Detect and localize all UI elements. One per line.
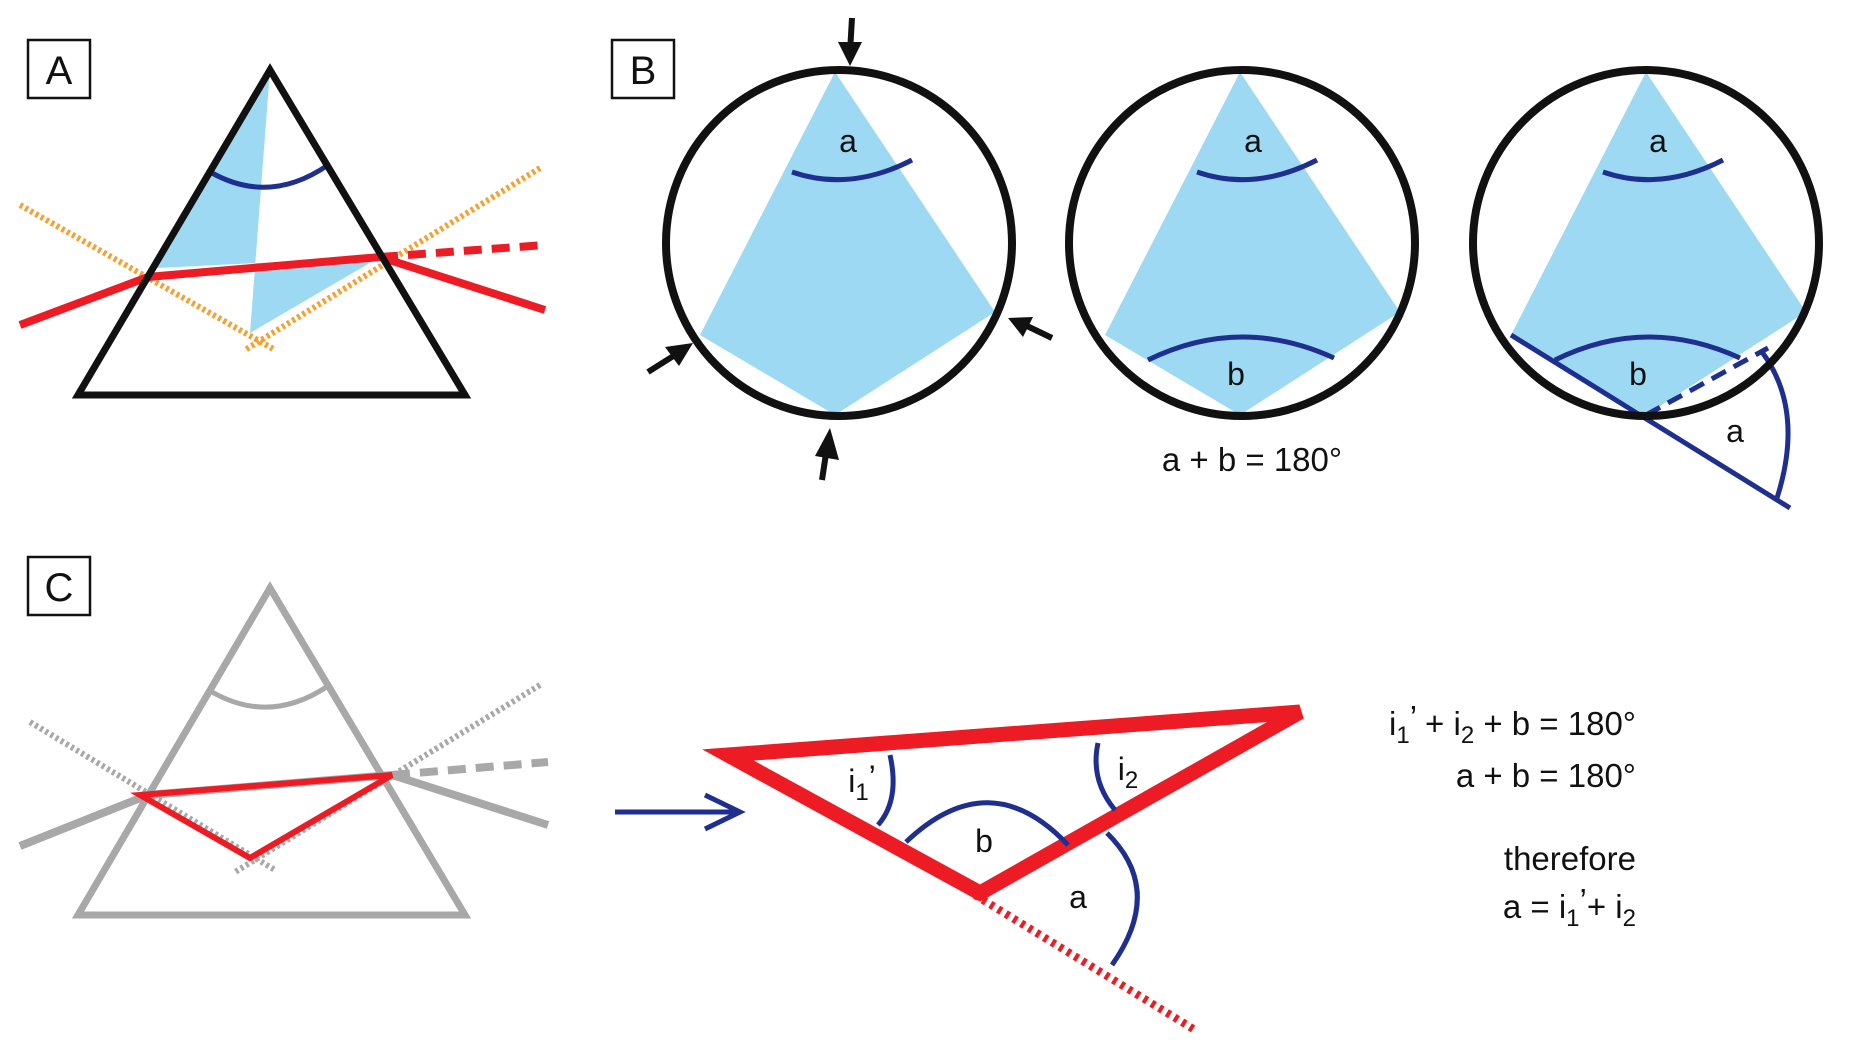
red-small-triangle xyxy=(130,772,394,862)
angle-b-arc-2 xyxy=(1146,334,1336,363)
equation-line-4: a = i1’+ i2 xyxy=(1503,882,1636,932)
panel-c: C i1’ i2 b a i1’ + i2 + b = 180° a + b =… xyxy=(18,555,1636,1034)
panel-a: A xyxy=(18,38,547,399)
prism-apex-fill xyxy=(157,70,380,333)
apex-angle-arc xyxy=(210,162,330,190)
exterior-angle-label: a xyxy=(1726,413,1744,449)
panel-a-label: A xyxy=(46,49,73,93)
panel-c-label: C xyxy=(45,566,74,610)
angle-a-label-3: a xyxy=(1649,123,1667,159)
angle-b-arc-c xyxy=(904,800,1070,847)
gray-prism-triangle xyxy=(71,581,472,919)
arrow-top xyxy=(838,17,862,66)
exterior-angle-label-c: a xyxy=(1069,879,1087,915)
arrow-left xyxy=(646,343,693,375)
angle-b-label-3: b xyxy=(1629,356,1647,392)
quad-fill-1 xyxy=(700,72,995,415)
normal-right-dashed xyxy=(243,165,542,353)
angle-i1-arc xyxy=(876,754,896,827)
gray-undeviated-dashed xyxy=(391,758,549,779)
red-enlarged-triangle xyxy=(702,704,1304,902)
panel-c-label-box xyxy=(26,555,92,617)
quad-fill-3 xyxy=(1511,72,1806,415)
panel-b-label: B xyxy=(630,49,657,93)
angle-i2-label: i2 xyxy=(1118,751,1138,794)
arrow-right xyxy=(1008,317,1054,341)
circle-2 xyxy=(1065,66,1419,420)
angle-a-arc-1 xyxy=(791,157,914,183)
equation-a-plus-b: a + b = 180° xyxy=(1162,441,1342,478)
prism-triangle xyxy=(71,63,472,399)
panel-a-label-box xyxy=(26,38,92,100)
angle-i2-arc xyxy=(1093,742,1117,812)
extension-line xyxy=(1509,332,1792,511)
angle-b-arc-3 xyxy=(1553,334,1742,363)
equation-therefore: therefore xyxy=(1504,840,1636,877)
panel-b-label-box xyxy=(610,38,676,100)
quad-fill-2 xyxy=(1105,72,1400,415)
circle-3 xyxy=(1469,66,1823,420)
angle-a-label-1: a xyxy=(839,123,857,159)
angle-a-arc-3 xyxy=(1602,157,1725,183)
angle-a-label-2: a xyxy=(1244,123,1262,159)
exterior-angle-arc xyxy=(1759,350,1791,499)
light-ray xyxy=(18,252,547,329)
exterior-extension-hatched xyxy=(972,891,1198,1034)
arrow-to-triangle xyxy=(615,792,746,832)
panel-b: B a a b a + b = 180° xyxy=(610,17,1823,511)
equation-line-2: a + b = 180° xyxy=(1456,757,1636,794)
exterior-angle-arc-c xyxy=(1105,831,1140,967)
extension-dashed xyxy=(1644,345,1770,418)
angle-i1-label: i1’ xyxy=(848,759,876,806)
angle-b-label-c: b xyxy=(975,823,993,859)
angle-a-arc-2 xyxy=(1196,157,1319,183)
circle-1 xyxy=(662,66,1016,420)
gray-apex-arc xyxy=(210,683,330,710)
equation-line-1: i1’ + i2 + b = 180° xyxy=(1389,699,1636,749)
arrow-bottom xyxy=(815,428,839,481)
angle-b-label-2: b xyxy=(1227,356,1245,392)
